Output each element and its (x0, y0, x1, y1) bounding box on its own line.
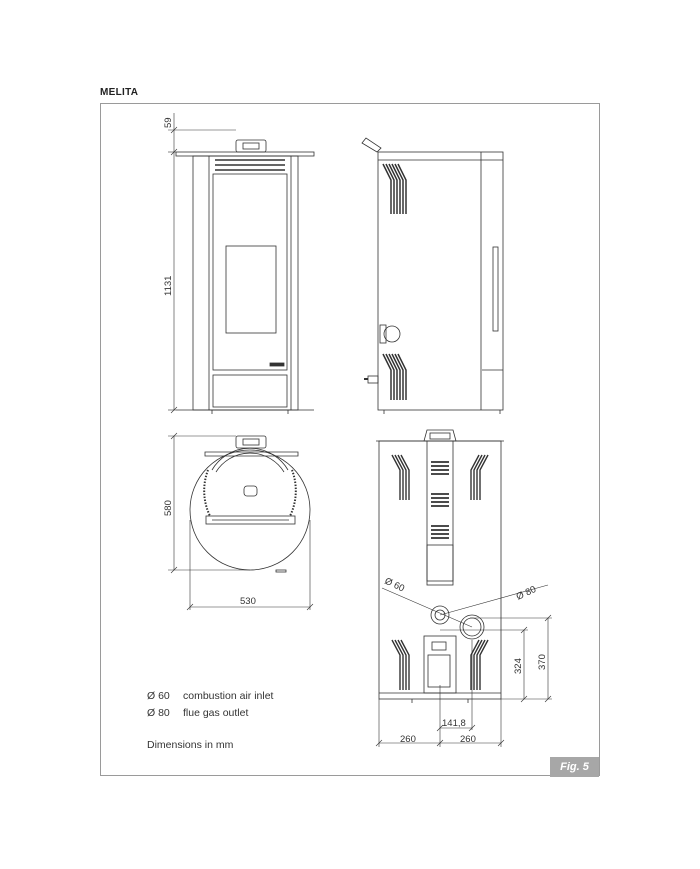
top-dimension-lines (168, 432, 314, 611)
dim-width: 530 (240, 596, 256, 607)
legend-symbol: Ø 80 (147, 707, 170, 719)
figure-label: Fig. 5 (550, 757, 599, 777)
dim-depth: 580 (163, 500, 174, 516)
units-note: Dimensions in mm (147, 739, 234, 751)
legend-label: flue gas outlet (183, 707, 249, 719)
dim-diameter-inlet: Ø 60 (383, 576, 406, 595)
legend-item-outlet: Ø 80 flue gas outlet (147, 707, 248, 719)
dim-top-clearance: 59 (163, 117, 174, 128)
dim-half-width-right: 260 (460, 734, 476, 745)
dim-height-370: 370 (537, 654, 548, 670)
front-view (175, 139, 315, 414)
product-title: MELITA (100, 87, 139, 98)
front-dimension-lines (168, 113, 236, 414)
dim-offset: 141,8 (442, 718, 466, 729)
rear-dimension-lines (375, 614, 552, 747)
legend-symbol: Ø 60 (147, 690, 170, 702)
dim-half-width-left: 260 (400, 734, 416, 745)
dim-height-324: 324 (513, 658, 524, 674)
side-view (361, 137, 504, 414)
legend-label: combustion air inlet (183, 690, 274, 702)
legend-item-inlet: Ø 60 combustion air inlet (147, 690, 273, 702)
dim-height: 1131 (163, 276, 174, 296)
drawing-frame (100, 103, 600, 776)
top-view (189, 435, 311, 573)
dim-diameter-outlet: Ø 80 (515, 584, 538, 603)
